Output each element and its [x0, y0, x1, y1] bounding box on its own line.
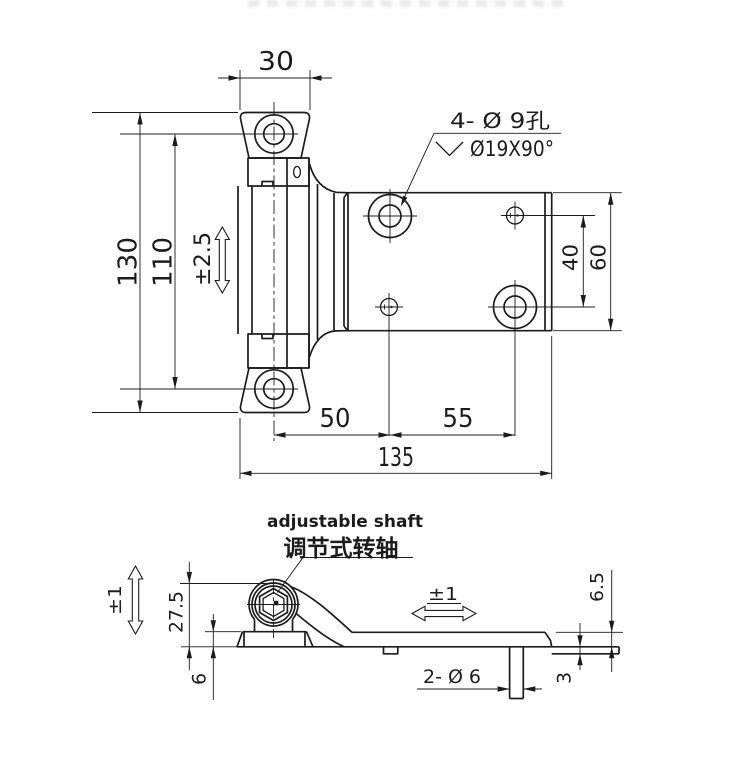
horizontal-play-arrow	[410, 605, 478, 622]
top-knuckle-outline	[239, 111, 311, 159]
dim-pin-callout: 2- Ø 6	[417, 666, 542, 692]
dim-55-label: 55	[443, 404, 474, 434]
dim-40: 40	[559, 215, 586, 307]
dim-60-label: 60	[587, 244, 611, 271]
shaft-hex-outer	[258, 587, 289, 622]
pin-mark-bottom-left-dot	[390, 305, 393, 309]
dim-27-5: 27.5	[166, 562, 278, 670]
dim-135: 135	[239, 336, 553, 479]
dim-130-label: 130	[114, 237, 144, 287]
pin-mark-top-right-dot	[516, 214, 519, 217]
side-arm-outer	[290, 585, 545, 634]
countersink-symbol	[435, 141, 464, 157]
shaft-label-en: adjustable shaft	[267, 512, 423, 532]
side-foot	[236, 630, 314, 648]
dim-6-label: 6	[189, 673, 211, 685]
dim-50-label: 50	[320, 404, 351, 434]
pin-callout-label: 2- Ø 6	[423, 666, 481, 688]
dim-110: 110	[120, 133, 250, 390]
dim-30-label: 30	[258, 47, 294, 77]
hole-callout-line2: Ø19X90°	[470, 137, 554, 161]
dim-30: 30	[218, 47, 332, 110]
side-pin-stub	[382, 646, 399, 655]
dim-50-55: 50 55	[274, 404, 515, 438]
dim-horizontal-play: ±1	[410, 584, 478, 622]
dim-6: 6	[189, 614, 241, 700]
bottom-knuckle-outline	[239, 367, 311, 414]
top-leaf-notch	[261, 180, 274, 186]
dim-vertical-play: ±1	[105, 564, 144, 636]
hole-callout: 4- Ø 9孔 Ø19X90°	[400, 109, 561, 207]
dim-vplay-label: ±1	[105, 585, 126, 615]
cropped-faint-text-strip	[248, 0, 568, 7]
pin-mark-top-right-crosshair	[501, 201, 595, 230]
dim-27-5-label: 27.5	[166, 591, 188, 633]
hole-callout-line1: 4- Ø 9孔	[450, 109, 550, 133]
flare-bottom-curve	[308, 329, 348, 358]
dim-hplay-label: ±1	[428, 584, 458, 605]
axial-play-arrow	[214, 225, 231, 295]
dim-60: 60	[553, 192, 622, 332]
dim-135-label: 135	[378, 443, 414, 473]
bottom-knuckle-block	[247, 333, 310, 369]
plate-hole-tl-crosshair	[363, 189, 417, 243]
dim-6-5-label: 6.5	[587, 572, 608, 602]
plate-left-edge	[343, 192, 349, 332]
side-pin	[508, 646, 525, 700]
set-screw-hole	[292, 165, 302, 179]
flare-top-curve	[308, 163, 348, 194]
side-view: adjustable shaft 调节式转轴 ±1	[105, 512, 623, 700]
dim-axial-play: ±2.5	[191, 225, 231, 295]
plate-hole-br-crosshair	[488, 280, 595, 436]
side-arm-inner	[294, 612, 345, 648]
dim-6-5: 6.5	[556, 570, 623, 672]
shaft-leader-line	[277, 557, 413, 593]
side-end-step	[544, 631, 553, 647]
bottom-leaf-notch	[261, 334, 274, 340]
dim-110-label: 110	[149, 237, 179, 287]
side-knuckle-lobe	[248, 578, 299, 632]
pin-mark-bottom-left-crosshair	[375, 293, 403, 436]
side-end-tab	[551, 646, 620, 655]
top-view: 30 130 110 ±2.5 4-	[92, 47, 622, 479]
dim-3: 3	[554, 623, 583, 684]
dim-3-label: 3	[554, 672, 576, 684]
dim-130: 130	[92, 112, 238, 413]
dim-axial-play-label: ±2.5	[191, 232, 216, 286]
vertical-play-arrow	[127, 564, 144, 636]
dim-40-label: 40	[559, 244, 583, 271]
shaft-center-mark	[273, 600, 279, 606]
